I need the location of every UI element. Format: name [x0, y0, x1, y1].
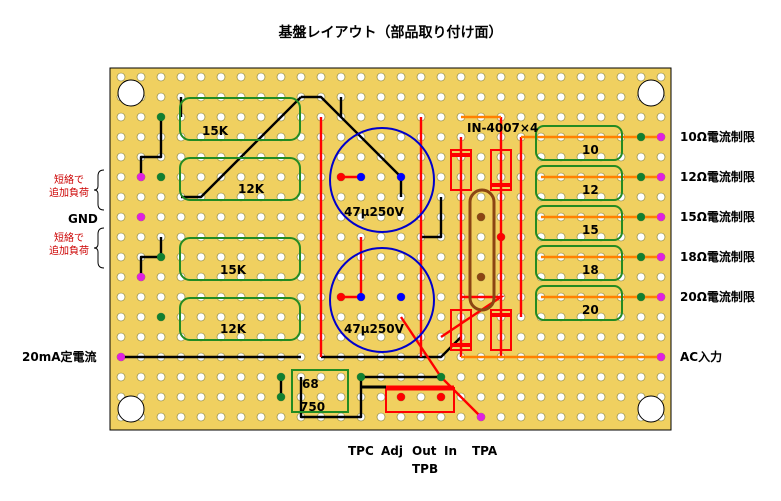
mount-hole-br [637, 395, 665, 423]
diode-2 [490, 149, 512, 191]
resistor-20 [535, 285, 623, 321]
resistor-12k-top-label: 12K [238, 182, 264, 196]
limit-12-label: 12Ω電流制限 [680, 170, 755, 184]
magenta-pins [117, 133, 665, 421]
diode-bands [451, 153, 511, 347]
constant-current-label: 20mA定電流 [22, 350, 97, 364]
diode-3 [450, 309, 472, 351]
resistor-68-750 [291, 369, 349, 413]
diodes [450, 149, 512, 351]
adj-label: Adj [381, 444, 403, 458]
mount-hole-tr [637, 79, 665, 107]
tpa-label: TPA [472, 444, 498, 458]
resistor-750-label: 750 [300, 400, 326, 414]
mount-hole-bl [117, 395, 145, 423]
resistor-18 [535, 245, 623, 281]
bridge-rectifier [468, 188, 496, 312]
diode-1 [450, 149, 472, 191]
ac-input-label: AC入力 [680, 350, 723, 364]
in-label: In [444, 444, 458, 458]
tpc-label: TPC [348, 444, 374, 458]
page-title: 基盤レイアウト（部品取り付け面） [278, 25, 503, 41]
resistor-18-label: 18 [582, 263, 599, 277]
limit-20-label: 20Ω電流制限 [680, 290, 755, 304]
resistor-15k-bottom [179, 237, 301, 281]
diode-4 [490, 309, 512, 351]
resistors-right [535, 125, 623, 321]
resistor-12k-bottom-label: 12K [220, 322, 246, 336]
limit-15-label: 15Ω電流制限 [680, 210, 755, 224]
red-pins [337, 173, 505, 401]
blue-pins [357, 173, 405, 301]
resistor-15k-top-label: 15K [202, 124, 228, 138]
mount-hole-tl [117, 79, 145, 107]
resistor-15 [535, 205, 623, 241]
resistor-15k-bottom-label: 15K [220, 263, 246, 277]
short-load-note-top: 短絡で追加負荷 [49, 175, 89, 199]
limit-10-label: 10Ω電流制限 [680, 130, 755, 144]
resistors-left [179, 97, 301, 341]
resistor-10-label: 10 [582, 143, 599, 157]
resistor-68-label: 68 [302, 377, 319, 391]
bracket-left [93, 169, 105, 269]
capacitor-top [329, 127, 435, 233]
gnd-label: GND [68, 212, 98, 226]
resistor-10 [535, 125, 623, 161]
resistor-15k-top [179, 97, 301, 141]
capacitor-top-label: 47μ250V [344, 205, 404, 219]
limit-18-label: 18Ω電流制限 [680, 250, 755, 264]
out-label: Out [412, 444, 437, 458]
resistor-12k-top [179, 157, 301, 201]
resistor-12k-bottom [179, 297, 301, 341]
resistor-12-label: 12 [582, 183, 599, 197]
brown-pins [477, 213, 485, 281]
resistor-15-label: 15 [582, 223, 599, 237]
resistor-20-label: 20 [582, 303, 599, 317]
green-pins [157, 113, 645, 401]
capacitor-bottom [329, 247, 435, 353]
tpb-label: TPB [412, 462, 439, 476]
diode-label: IN-4007×4 [467, 121, 539, 135]
resistor-12 [535, 165, 623, 201]
short-load-note-bottom: 短絡で追加負荷 [49, 233, 89, 257]
capacitor-bottom-label: 47μ250V [344, 322, 404, 336]
